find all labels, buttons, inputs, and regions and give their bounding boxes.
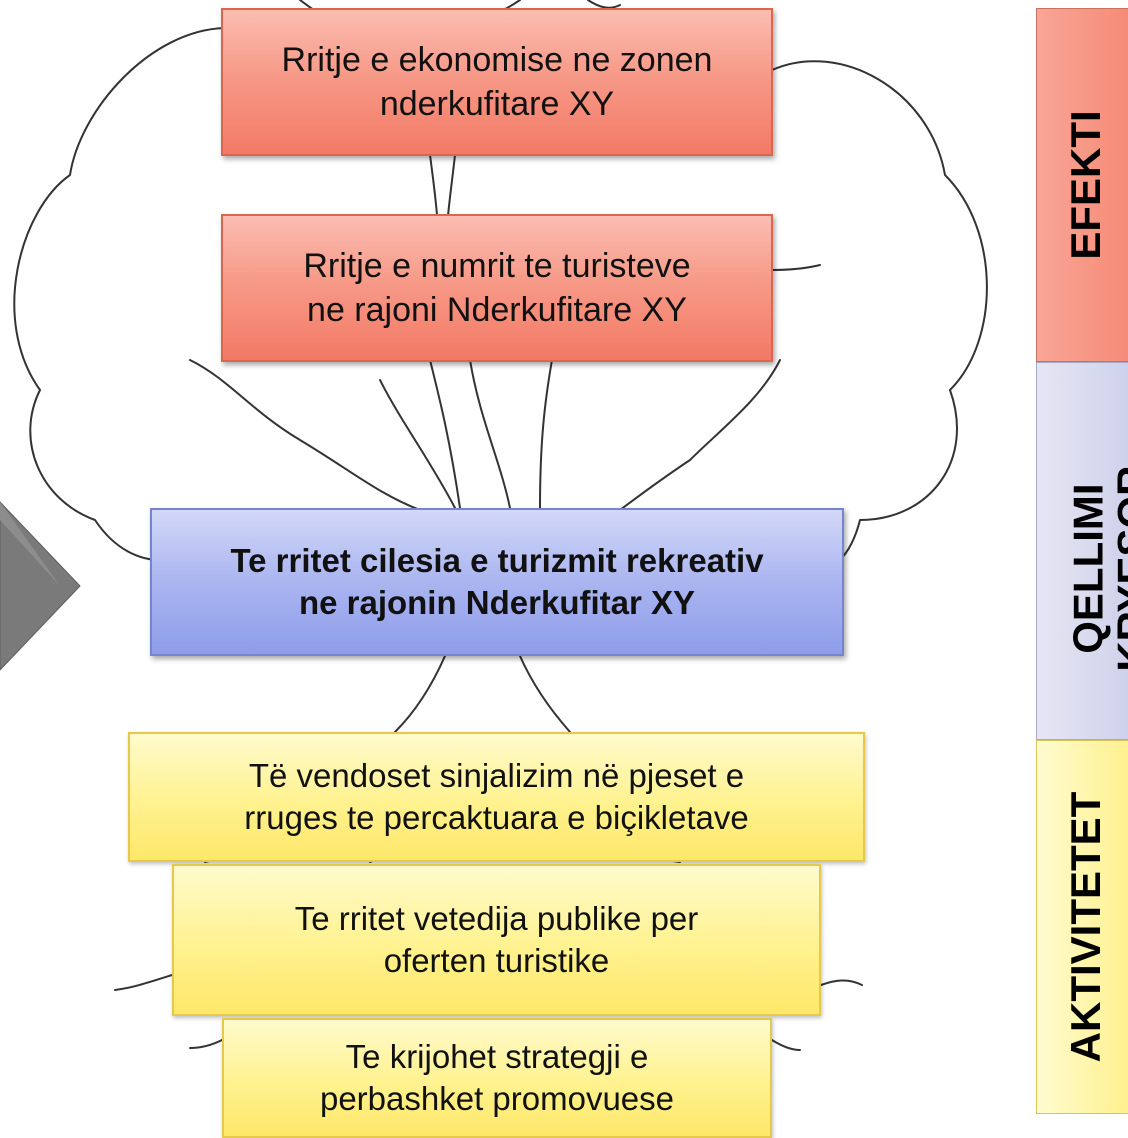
side-label-activities: AKTIVITETET	[1062, 791, 1109, 1063]
effect-box-tourists: Rritje e numrit te turisteve ne rajoni N…	[221, 214, 773, 362]
main-goal-box: Te rritet cilesia e turizmit rekreativ n…	[150, 508, 844, 656]
chevron-right-icon	[0, 501, 81, 671]
side-band-activities: AKTIVITETET	[1036, 740, 1128, 1114]
side-label-main-goal: QELLIMI KRYESOR	[1064, 465, 1128, 672]
side-label-effects: EFEKTI	[1062, 110, 1109, 260]
side-band-main-goal: QELLIMI KRYESOR	[1036, 362, 1128, 740]
activity-box-promotion-strategy: Te krijohet strategji e perbashket promo…	[222, 1018, 772, 1138]
side-band-effects: EFEKTI	[1036, 8, 1128, 362]
effect-box-economy: Rritje e ekonomise ne zonen nderkufitare…	[221, 8, 773, 156]
activity-box-signalization: Të vendoset sinjalizim në pjeset e rruge…	[128, 732, 865, 862]
activity-box-public-awareness: Te rritet vetedija publike per oferten t…	[172, 864, 821, 1016]
